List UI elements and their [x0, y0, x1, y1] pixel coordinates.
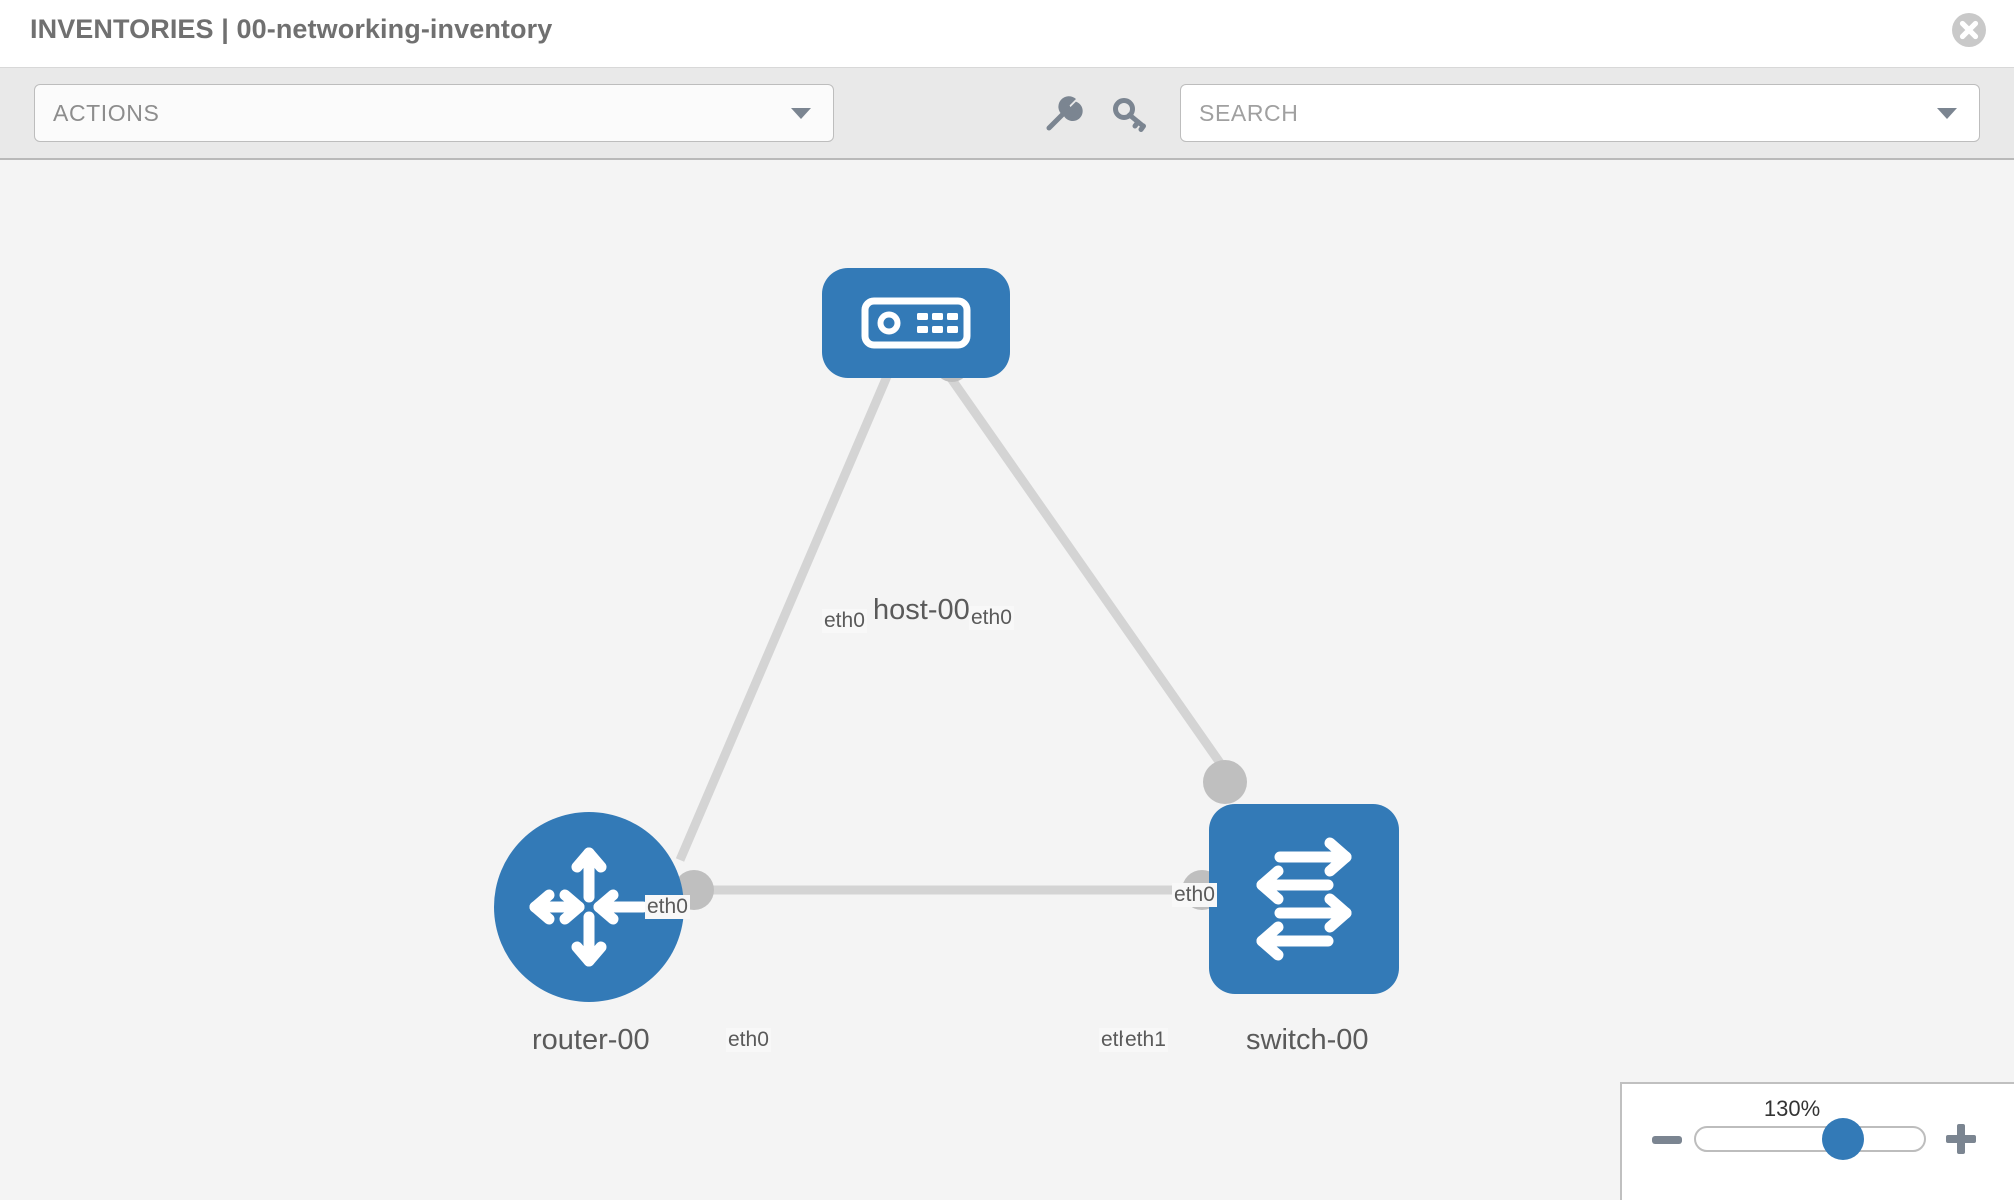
interface-label-router-eth0: eth0: [726, 1028, 771, 1052]
actions-dropdown-label: ACTIONS: [53, 100, 160, 126]
node-router-00[interactable]: [494, 812, 684, 1002]
key-icon[interactable]: [1108, 92, 1152, 136]
interface-label-switch-diag: eth0: [1172, 883, 1217, 907]
zoom-control-panel: 130%: [1620, 1082, 2014, 1200]
page-title: INVENTORIES | 00-networking-inventory: [30, 14, 553, 44]
chevron-down-icon[interactable]: [1937, 108, 1957, 119]
zoom-slider-thumb[interactable]: [1822, 1118, 1864, 1160]
zoom-slider-track[interactable]: [1694, 1118, 1926, 1160]
zoom-out-button[interactable]: [1652, 1136, 1682, 1144]
interface-label-router-diag: eth0: [645, 895, 690, 919]
search-input[interactable]: SEARCH: [1180, 84, 1980, 142]
page-header: INVENTORIES | 00-networking-inventory: [0, 0, 2014, 68]
zoom-in-button[interactable]: [1944, 1122, 1978, 1156]
node-label-switch-00: switch-00: [1244, 1024, 1371, 1057]
node-switch-00[interactable]: [1209, 804, 1399, 994]
topology-links: [675, 371, 1236, 895]
topology-canvas[interactable]: host-00 router-00 switch-00 eth0 eth0 et…: [0, 160, 2014, 1200]
link-host-router: [675, 372, 893, 862]
node-label-host-00: host-00: [871, 594, 972, 627]
router-arrows-icon: [529, 847, 649, 967]
connector-switch-eth0[interactable]: [1203, 760, 1247, 804]
interface-label-host-right: eth0: [969, 606, 1014, 630]
search-placeholder: SEARCH: [1199, 100, 1299, 126]
zoom-level-label: 130%: [1763, 1096, 1821, 1121]
actions-dropdown[interactable]: ACTIONS: [34, 84, 834, 142]
interface-label-switch-eth1: eth1: [1123, 1028, 1168, 1052]
close-icon[interactable]: [1951, 12, 1987, 48]
switch-arrows-icon: [1256, 837, 1352, 961]
server-icon: [861, 297, 971, 349]
node-host-00[interactable]: [822, 268, 1010, 378]
wrench-icon[interactable]: [1040, 92, 1084, 136]
link-host-switch: [944, 371, 1236, 783]
chevron-down-icon: [791, 108, 811, 119]
node-label-router-00: router-00: [530, 1024, 652, 1057]
interface-label-host-left: eth0: [822, 609, 867, 633]
